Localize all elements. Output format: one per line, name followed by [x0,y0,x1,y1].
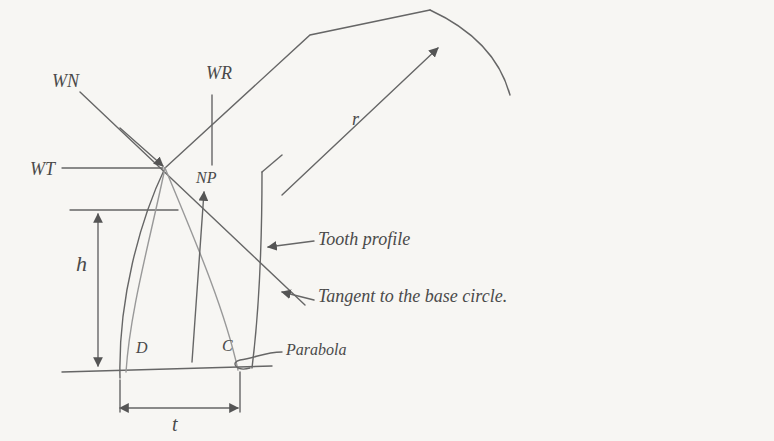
pitch-arc [430,10,510,95]
annotation-label: WR [206,62,232,85]
tooth-profile-leader [268,241,314,247]
annotation-label: Parabola [286,340,346,360]
annotation-label: WN [52,70,79,93]
tooth-outline-top [165,10,430,168]
annotation-label: h [76,250,87,278]
t-dimension [120,407,238,408]
annotation-label: WT [30,158,55,181]
tooth-top-edge [262,155,282,172]
t-extension [120,372,240,412]
parabola-right [165,168,238,370]
tooth-left-flank [120,168,165,378]
tangential-force-line [62,167,163,168]
parabola-left [126,168,165,372]
radial-force-line [211,95,212,165]
h-dimension [97,214,98,366]
tooth-right-flank [252,172,262,368]
np-line [192,192,204,362]
tangent-leader [282,292,314,300]
parabola-leader [235,352,282,369]
tangent-line [80,92,305,305]
annotation-label: Tooth profile [318,228,410,251]
annotation-label: NP [196,168,216,188]
h-extension [70,209,178,210]
annotation-label: D [136,338,148,358]
annotation-label: r [352,108,359,131]
annotation-label: C [222,336,233,356]
radius-dimension [282,48,438,195]
normal-force-arrow [120,128,163,166]
annotation-label: Tangent to the base circle. [318,285,518,308]
annotation-label: t [172,412,178,437]
